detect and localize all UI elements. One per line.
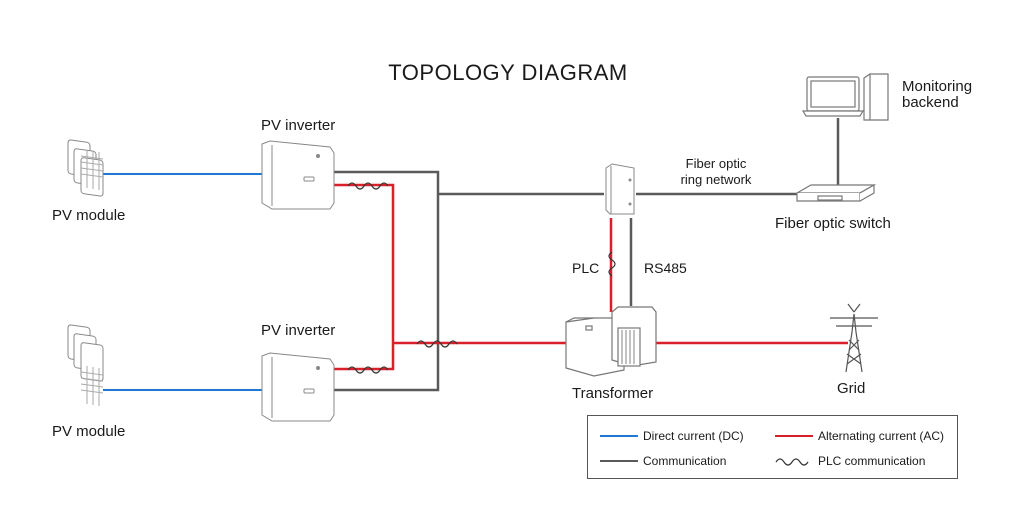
legend-plc-label: PLC communication <box>818 454 926 468</box>
grid-label: Grid <box>837 380 866 397</box>
rs485-label: RS485 <box>644 260 687 276</box>
fiber-ring-label: Fiber optic ring network <box>672 156 760 188</box>
grid-tower-icon <box>830 303 878 373</box>
monitoring-backend-label: Monitoring backend <box>902 79 972 111</box>
communication-lines <box>334 118 840 392</box>
legend-item-communication: Communication <box>600 454 726 468</box>
pv-inverter-top-label: PV inverter <box>261 117 336 134</box>
legend-ac-label: Alternating current (AC) <box>818 429 945 443</box>
plc-label: PLC <box>572 260 600 276</box>
legend-plc-wave-icon <box>775 458 809 466</box>
monitoring-backend-label-line1: Monitoring <box>902 78 973 95</box>
pv-inverter-icon-bottom <box>261 352 335 422</box>
legend-ac-swatch <box>775 435 813 437</box>
legend-dc-swatch <box>600 435 638 437</box>
plc-waves <box>347 182 616 374</box>
transformer-label: Transformer <box>572 385 654 402</box>
data-logger-icon <box>605 163 635 215</box>
fiber-switch-label: Fiber optic switch <box>775 215 891 232</box>
pv-module-icon-top <box>67 139 104 197</box>
legend-communication-label: Communication <box>643 454 727 468</box>
legend-item-plc: PLC communication <box>775 454 925 468</box>
diagram-title: TOPOLOGY DIAGRAM <box>388 60 628 85</box>
pv-module-bottom-label: PV module <box>52 423 126 440</box>
legend-communication-swatch <box>600 460 638 462</box>
transformer-icon <box>565 306 657 377</box>
ac-lines <box>334 183 848 371</box>
pv-module-icon-bottom <box>67 324 104 406</box>
legend-item-dc: Direct current (DC) <box>600 429 744 443</box>
fiber-ring-label-line1: Fiber optic <box>685 156 747 171</box>
legend-item-ac: Alternating current (AC) <box>775 429 944 443</box>
fiber-ring-label-line2: ring network <box>680 172 752 187</box>
pv-module-top-label: PV module <box>52 207 126 224</box>
monitoring-backend-icon <box>801 73 889 121</box>
fiber-switch-icon <box>794 183 877 202</box>
pv-inverter-icon-top <box>261 140 335 210</box>
legend-dc-label: Direct current (DC) <box>643 429 744 443</box>
legend: Direct current (DC) Alternating current … <box>587 415 958 479</box>
pv-inverter-bottom-label: PV inverter <box>261 322 336 339</box>
monitoring-backend-label-line2: backend <box>902 94 959 111</box>
